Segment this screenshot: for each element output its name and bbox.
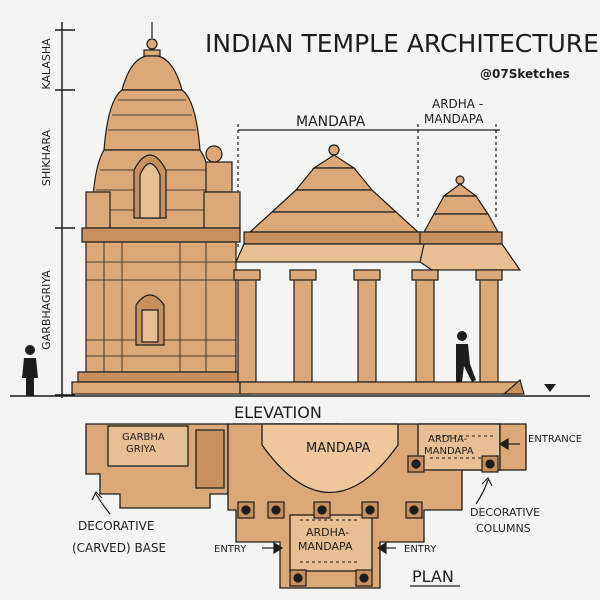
garbhagriya-body xyxy=(71,227,251,395)
plan-garbha-2: GRIYA xyxy=(126,444,156,455)
plan-columns xyxy=(237,455,499,587)
label-kalasha: KALASHA xyxy=(40,38,53,90)
plan-entry-arrows xyxy=(262,437,520,555)
plan-mandapa: MANDAPA xyxy=(306,441,371,456)
diagram-title: INDIAN TEMPLE ARCHITECTURE xyxy=(205,29,599,58)
plan-ardha-top-2: MANDAPA xyxy=(424,446,474,457)
plan-caption: PLAN xyxy=(412,567,454,586)
plan-ardha-top-1: ARDHA- xyxy=(428,434,468,445)
scale-figure-left xyxy=(22,345,38,396)
author-handle: @07Sketches xyxy=(480,67,570,81)
label-shikhara: SHIKHARA xyxy=(40,129,53,186)
label-ardha-2: MANDAPA xyxy=(424,112,484,126)
height-dimension xyxy=(55,22,75,398)
elevation-columns xyxy=(233,269,503,383)
plan-entry-left: ENTRY xyxy=(214,544,247,555)
plan-decorative-base-2: (CARVED) BASE xyxy=(72,541,166,555)
elevation-caption: ELEVATION xyxy=(234,403,322,422)
plan-decorative-columns-1: DECORATIVE xyxy=(470,506,540,519)
level-marker-icon xyxy=(544,384,556,392)
label-ardha-1: ARDHA - xyxy=(432,97,483,111)
plan-ardha-bottom-2: MANDAPA xyxy=(298,540,353,553)
mandapa-plinth xyxy=(239,378,525,395)
ardha-mandapa-roof xyxy=(419,175,522,271)
plan-entry-right: ENTRY xyxy=(404,544,437,555)
label-garbhagriya: GARBHAGRIYA xyxy=(40,270,53,350)
shikhara-tower xyxy=(85,22,241,229)
plan-pointer-arrows xyxy=(91,476,493,515)
label-mandapa: MANDAPA xyxy=(296,114,366,130)
scale-figure-right xyxy=(456,331,476,382)
mandapa-roof xyxy=(235,144,433,263)
plan-entrance: ENTRANCE xyxy=(528,434,582,445)
plan-decorative-base-1: DECORATIVE xyxy=(78,519,154,533)
plan-decorative-columns-2: COLUMNS xyxy=(476,522,531,535)
plan-ardha-bottom-1: ARDHA- xyxy=(306,526,349,539)
plan-garbha-1: GARBHA xyxy=(122,432,165,443)
